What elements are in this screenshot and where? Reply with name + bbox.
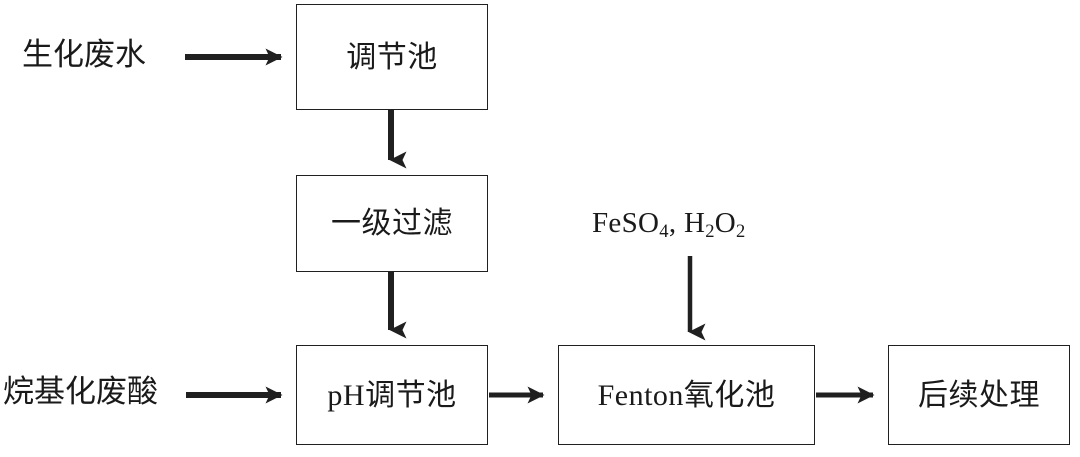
- node-fenton-tank[interactable]: Fenton氧化池: [558, 345, 815, 445]
- node-ph-tank[interactable]: pH调节池: [296, 345, 488, 445]
- node-label-regulating-tank: 调节池: [346, 40, 438, 74]
- input-label-alkylation-waste-acid: 烷基化废酸: [3, 374, 158, 409]
- node-label-post-treatment: 后续处理: [918, 378, 1040, 412]
- node-label-primary-filter: 一级过滤: [331, 207, 453, 240]
- node-primary-filter[interactable]: 一级过滤: [296, 175, 488, 272]
- node-regulating-tank[interactable]: 调节池: [296, 4, 488, 110]
- node-label-ph-tank: pH调节池: [327, 378, 457, 412]
- node-post-treatment[interactable]: 后续处理: [888, 345, 1070, 445]
- reagent-label-fenton-reagents: FeSO4, H2O2: [592, 207, 746, 243]
- input-label-biochemical-wastewater: 生化废水: [22, 37, 146, 72]
- node-label-fenton-tank: Fenton氧化池: [597, 378, 776, 412]
